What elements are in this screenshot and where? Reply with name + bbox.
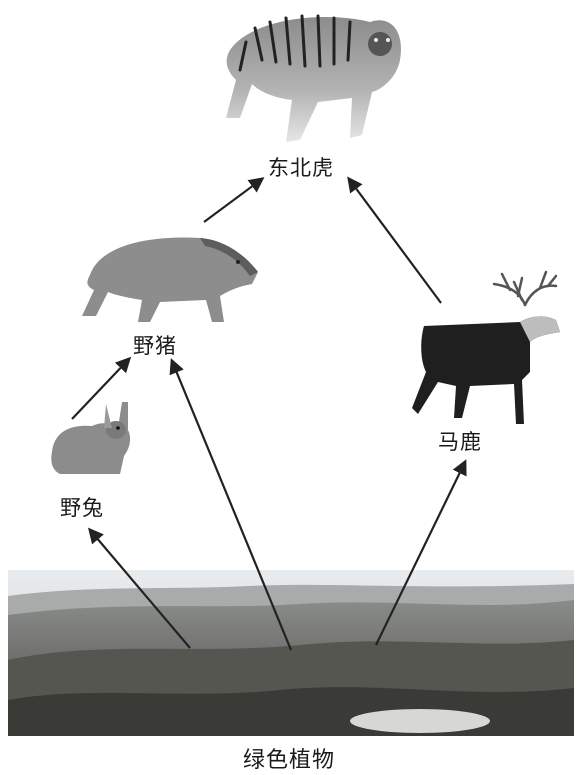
arrow-boar-to-tiger (204, 179, 262, 222)
wild-boar-photo-icon (82, 237, 258, 322)
label-red-deer: 马鹿 (438, 426, 482, 456)
tiger-photo-icon (226, 16, 401, 142)
label-wild-boar: 野猪 (133, 330, 177, 360)
label-green-plants: 绿色植物 (243, 742, 335, 774)
hare-photo-icon (51, 402, 130, 474)
label-tiger: 东北虎 (268, 152, 334, 182)
arrow-hare-to-boar (72, 359, 129, 419)
label-hare: 野兔 (60, 492, 104, 522)
arrow-deer-to-tiger (349, 179, 441, 303)
grassland-landscape-photo (8, 570, 574, 736)
